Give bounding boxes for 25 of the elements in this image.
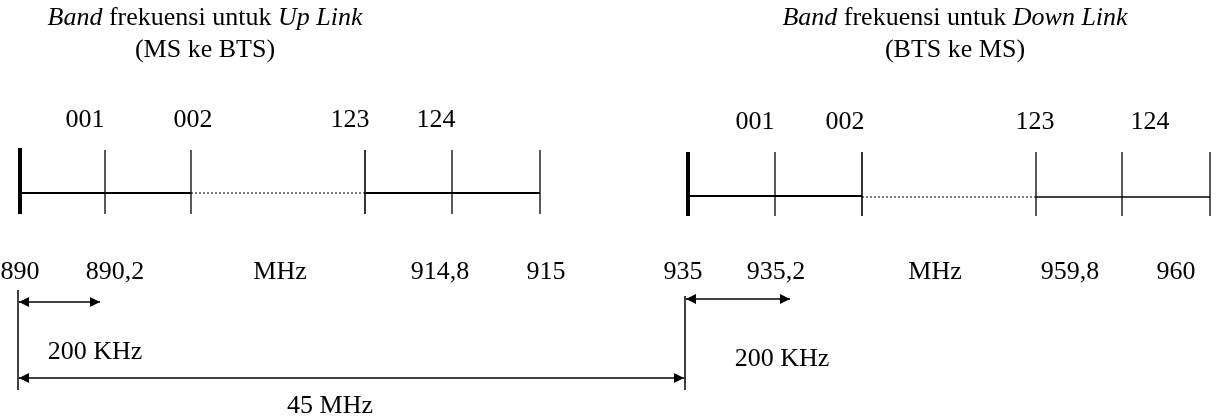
dimension-label: 200 KHz bbox=[47, 338, 143, 364]
dimension-label: 200 KHz bbox=[734, 345, 830, 371]
frequency-label: 890 bbox=[0, 258, 40, 284]
unit-label: MHz bbox=[253, 258, 307, 284]
channel-number: 123 bbox=[1015, 108, 1055, 134]
band-subheading: (BTS ke MS) bbox=[884, 36, 1026, 62]
band-heading: Band frekuensi untuk Down Link bbox=[782, 4, 1128, 30]
channel-number: 124 bbox=[1130, 108, 1170, 134]
frequency-label: 935,2 bbox=[746, 258, 806, 284]
frequency-label: 914,8 bbox=[410, 258, 470, 284]
channel-number: 124 bbox=[416, 106, 456, 132]
channel-number: 123 bbox=[330, 106, 370, 132]
channel-number: 002 bbox=[173, 106, 213, 132]
channel-number: 001 bbox=[735, 108, 775, 134]
frequency-label: 935 bbox=[663, 258, 703, 284]
band-heading: Band frekuensi untuk Up Link bbox=[47, 4, 363, 30]
unit-label: MHz bbox=[908, 258, 962, 284]
band-subheading: (MS ke BTS) bbox=[134, 36, 276, 62]
frequency-label: 960 bbox=[1156, 258, 1196, 284]
channel-number: 002 bbox=[825, 108, 865, 134]
dimension-label: 45 MHz bbox=[287, 392, 373, 418]
frequency-label: 915 bbox=[526, 258, 566, 284]
frequency-label: 959,8 bbox=[1040, 258, 1100, 284]
frequency-label: 890,2 bbox=[85, 258, 145, 284]
channel-number: 001 bbox=[65, 106, 105, 132]
